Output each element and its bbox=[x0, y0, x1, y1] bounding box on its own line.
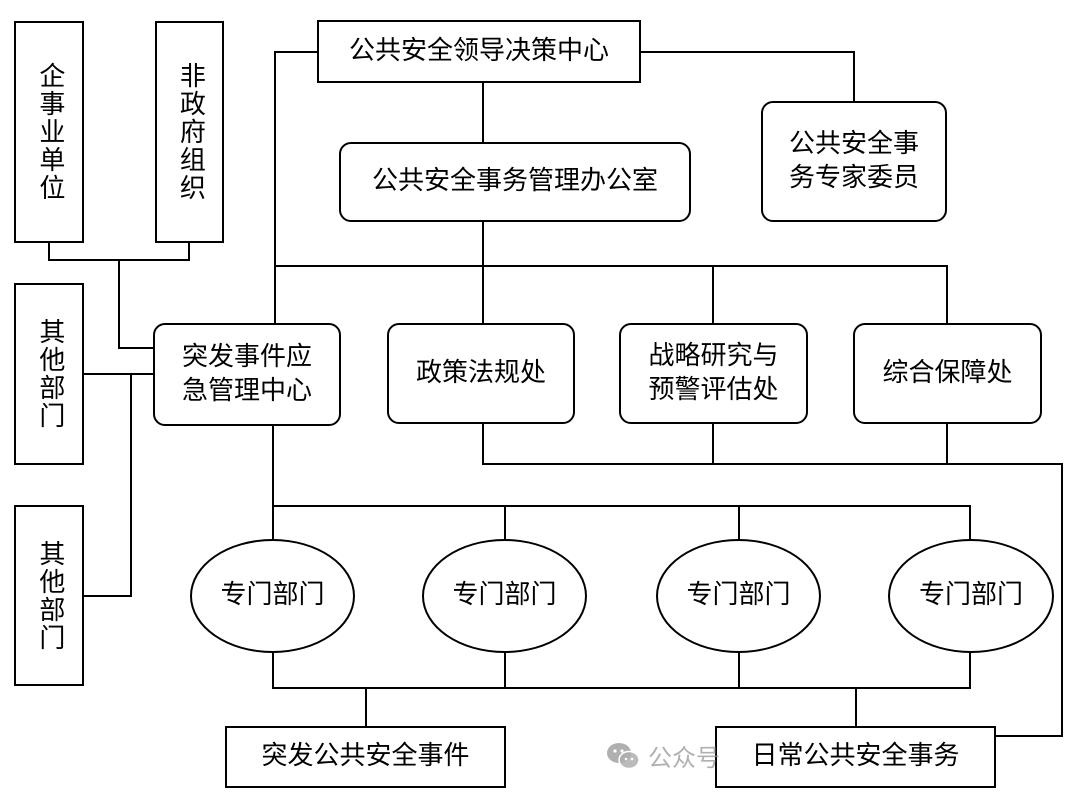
connector bbox=[712, 265, 714, 323]
connector bbox=[118, 347, 154, 349]
connector bbox=[272, 505, 274, 540]
watermark-text: 公众号 bbox=[648, 744, 720, 772]
sudden-event-box: 突发公共安全事件 bbox=[225, 726, 506, 788]
connector bbox=[946, 265, 948, 323]
management-office-label: 公共安全事务管理办公室 bbox=[371, 166, 658, 197]
connector bbox=[738, 652, 740, 688]
strategy-dept-box: 战略研究与 预警评估处 bbox=[619, 323, 808, 424]
emergency-center-box: 突发事件应 急管理中心 bbox=[153, 323, 341, 426]
connector bbox=[946, 424, 948, 464]
connector bbox=[272, 687, 971, 689]
connector bbox=[504, 652, 506, 688]
policy-dept-box: 政策法规处 bbox=[387, 323, 575, 424]
leader-decision-center-box: 公共安全领导决策中心 bbox=[317, 20, 641, 83]
connector bbox=[995, 735, 1063, 737]
connector bbox=[482, 463, 1063, 465]
connector bbox=[84, 595, 132, 597]
connector bbox=[482, 83, 484, 143]
special-dept-label-3: 专门部门 bbox=[686, 580, 791, 611]
management-office-box: 公共安全事务管理办公室 bbox=[339, 142, 691, 222]
watermark: 公众号 bbox=[606, 738, 720, 773]
special-dept-ellipse-1: 专门部门 bbox=[190, 539, 355, 653]
connector bbox=[274, 51, 276, 324]
other-department-label-2: 其他部门 bbox=[34, 539, 65, 652]
leader-decision-center-label: 公共安全领导决策中心 bbox=[348, 35, 609, 66]
special-dept-ellipse-3: 专门部门 bbox=[656, 539, 821, 653]
connector bbox=[48, 242, 50, 260]
enterprise-box: 企事业单位 bbox=[14, 21, 84, 243]
connector bbox=[118, 259, 120, 348]
expert-committee-box: 公共安全事 务专家委员 bbox=[761, 101, 947, 222]
special-dept-label-2: 专门部门 bbox=[452, 580, 557, 611]
policy-dept-label: 政策法规处 bbox=[415, 357, 546, 388]
connector bbox=[482, 222, 484, 266]
special-dept-ellipse-4: 专门部门 bbox=[888, 539, 1054, 653]
emergency-center-label: 突发事件应 急管理中心 bbox=[181, 341, 312, 406]
connector bbox=[855, 687, 857, 727]
support-dept-label: 综合保障处 bbox=[882, 357, 1013, 388]
connector bbox=[738, 505, 740, 540]
other-department-box-2: 其他部门 bbox=[14, 505, 84, 686]
connector bbox=[274, 51, 318, 53]
connector bbox=[365, 687, 367, 727]
ngo-label: 非政府组织 bbox=[175, 62, 206, 202]
other-department-box-1: 其他部门 bbox=[14, 283, 84, 465]
connector bbox=[482, 424, 484, 464]
connector bbox=[969, 652, 971, 688]
wechat-icon bbox=[606, 741, 640, 771]
connector bbox=[969, 505, 971, 540]
connector bbox=[1061, 463, 1063, 737]
special-dept-label-4: 专门部门 bbox=[918, 580, 1023, 611]
connector bbox=[504, 505, 506, 540]
connector bbox=[188, 242, 190, 260]
connector bbox=[272, 505, 970, 507]
special-dept-label-1: 专门部门 bbox=[220, 580, 325, 611]
connector bbox=[130, 373, 132, 596]
other-department-label-1: 其他部门 bbox=[34, 318, 65, 430]
connector bbox=[272, 426, 274, 506]
connector bbox=[272, 652, 274, 688]
support-dept-box: 综合保障处 bbox=[853, 323, 1042, 424]
enterprise-label: 企事业单位 bbox=[34, 62, 65, 202]
connector bbox=[640, 51, 855, 53]
strategy-dept-label: 战略研究与 预警评估处 bbox=[648, 340, 779, 405]
connector bbox=[482, 265, 484, 323]
connector bbox=[84, 373, 154, 375]
sudden-event-label: 突发公共安全事件 bbox=[261, 741, 470, 772]
ngo-box: 非政府组织 bbox=[155, 21, 224, 243]
expert-committee-label: 公共安全事 务专家委员 bbox=[788, 128, 919, 193]
connector bbox=[853, 51, 855, 102]
daily-affairs-box: 日常公共安全事务 bbox=[715, 726, 996, 788]
connector bbox=[712, 424, 714, 464]
daily-affairs-label: 日常公共安全事务 bbox=[751, 741, 960, 772]
special-dept-ellipse-2: 专门部门 bbox=[422, 539, 587, 653]
connector bbox=[274, 265, 948, 267]
